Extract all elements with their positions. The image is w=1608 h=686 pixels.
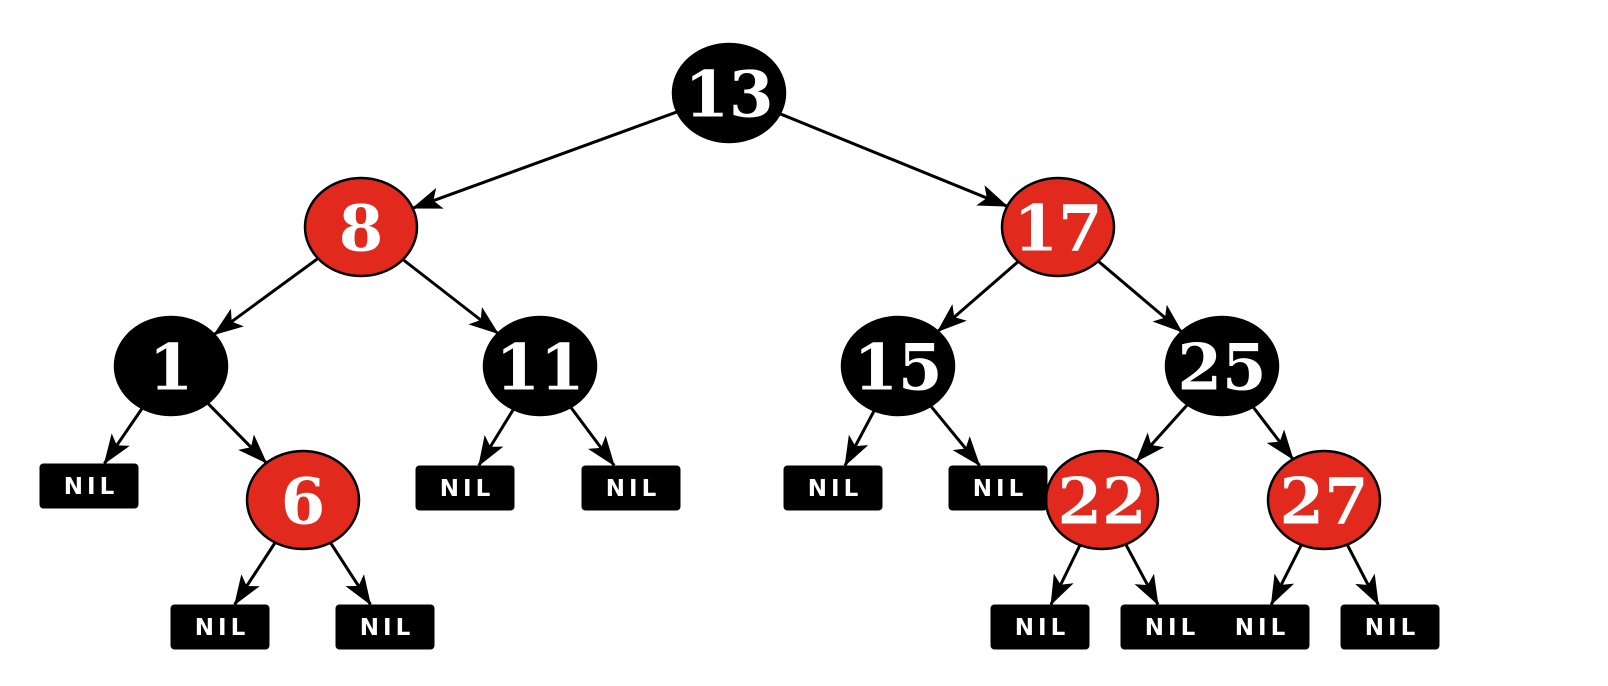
node-value-label: 8 [339,192,384,267]
nil-leaf-nil-6-l: NIL [170,604,270,650]
black-node-circle [482,315,598,417]
node-value-label: 27 [1279,465,1368,540]
tree-node-17: 17 [1000,176,1116,278]
node-value-label: 22 [1057,465,1146,540]
tree-node-25: 25 [1164,315,1280,417]
edge-8-to-11 [401,258,500,335]
nil-label: NIL [64,474,118,500]
edge-17-to-25 [1097,259,1183,334]
edge-1-to-nil-1-l [103,407,144,465]
node-value-label: 25 [1177,331,1266,406]
nil-label: NIL [1145,615,1199,641]
edge-22-to-nil-22-l [1049,544,1082,606]
nil-label: NIL [360,615,414,641]
tree-node-8: 8 [303,176,419,278]
nil-leaf-nil-6-r: NIL [335,604,435,650]
node-value-label: 17 [1013,192,1102,267]
node-value-label: 6 [281,465,326,540]
black-node-circle [113,315,229,417]
nil-leaf-nil-15-r: NIL [948,465,1048,511]
nil-label: NIL [1235,615,1289,641]
black-node-circle [671,42,787,144]
red-node-circle [1000,176,1116,278]
nil-box [415,465,515,511]
nil-box [170,604,270,650]
tree-node-1: 1 [113,315,229,417]
edge-25-to-22 [1135,403,1189,463]
nil-leaf-nil-11-l: NIL [415,465,515,511]
nil-leaf-nil-11-r: NIL [581,465,681,511]
nil-label: NIL [440,476,494,502]
nil-label: NIL [808,476,862,502]
node-value-label: 15 [853,331,942,406]
nil-box [1210,604,1310,650]
nil-leaf-nil-22-l: NIL [990,604,1090,650]
edge-27-to-nil-27-r [1345,543,1380,606]
tree-node-6: 6 [245,449,361,551]
nil-leaf-nil-15-l: NIL [783,465,883,511]
edge-13-to-8 [411,110,678,210]
edge-layer [103,110,1380,606]
edge-25-to-27 [1251,405,1295,461]
node-value-label: 1 [149,331,194,406]
edge-17-to-15 [936,260,1020,333]
edge-1-to-6 [206,402,268,464]
red-node-circle [245,449,361,551]
edge-22-to-nil-22-r [1124,543,1160,606]
nil-box [581,465,681,511]
nil-box [335,604,435,650]
nil-leaf-nil-27-r: NIL [1340,604,1440,650]
nil-box [39,463,139,509]
nil-leaf-nil-1-l: NIL [39,463,139,509]
black-node-circle [1164,315,1280,417]
nil-box [1120,604,1220,650]
edge-6-to-nil-6-r [329,541,372,606]
edge-11-to-nil-11-l [477,408,515,467]
red-node-circle [1266,449,1382,551]
tree-node-13: 13 [671,42,787,144]
nil-box [1340,604,1440,650]
edge-27-to-nil-27-l [1269,544,1303,606]
edge-11-to-nil-11-r [569,406,616,467]
tree-node-11: 11 [482,315,598,417]
node-value-label: 13 [684,58,773,133]
nil-label: NIL [1015,615,1069,641]
tree-node-22: 22 [1044,449,1160,551]
tree-node-15: 15 [840,315,956,417]
red-node-circle [303,176,419,278]
nil-box [948,465,1048,511]
nil-leaf-nil-22-r: NIL [1120,604,1220,650]
nil-label: NIL [195,615,249,641]
nil-leaf-nil-27-l: NIL [1210,604,1310,650]
edge-15-to-nil-15-l [843,409,876,467]
node-value-label: 11 [495,331,584,406]
nil-label: NIL [1365,615,1419,641]
edge-13-to-17 [779,112,1009,208]
nil-box [990,604,1090,650]
nil-box [783,465,883,511]
nil-label: NIL [606,476,660,502]
nil-label: NIL [973,476,1027,502]
black-node-circle [840,315,956,417]
edge-8-to-1 [213,257,319,336]
tree-node-27: 27 [1266,449,1382,551]
edge-15-to-nil-15-r [929,404,981,467]
edge-6-to-nil-6-l [233,541,277,606]
